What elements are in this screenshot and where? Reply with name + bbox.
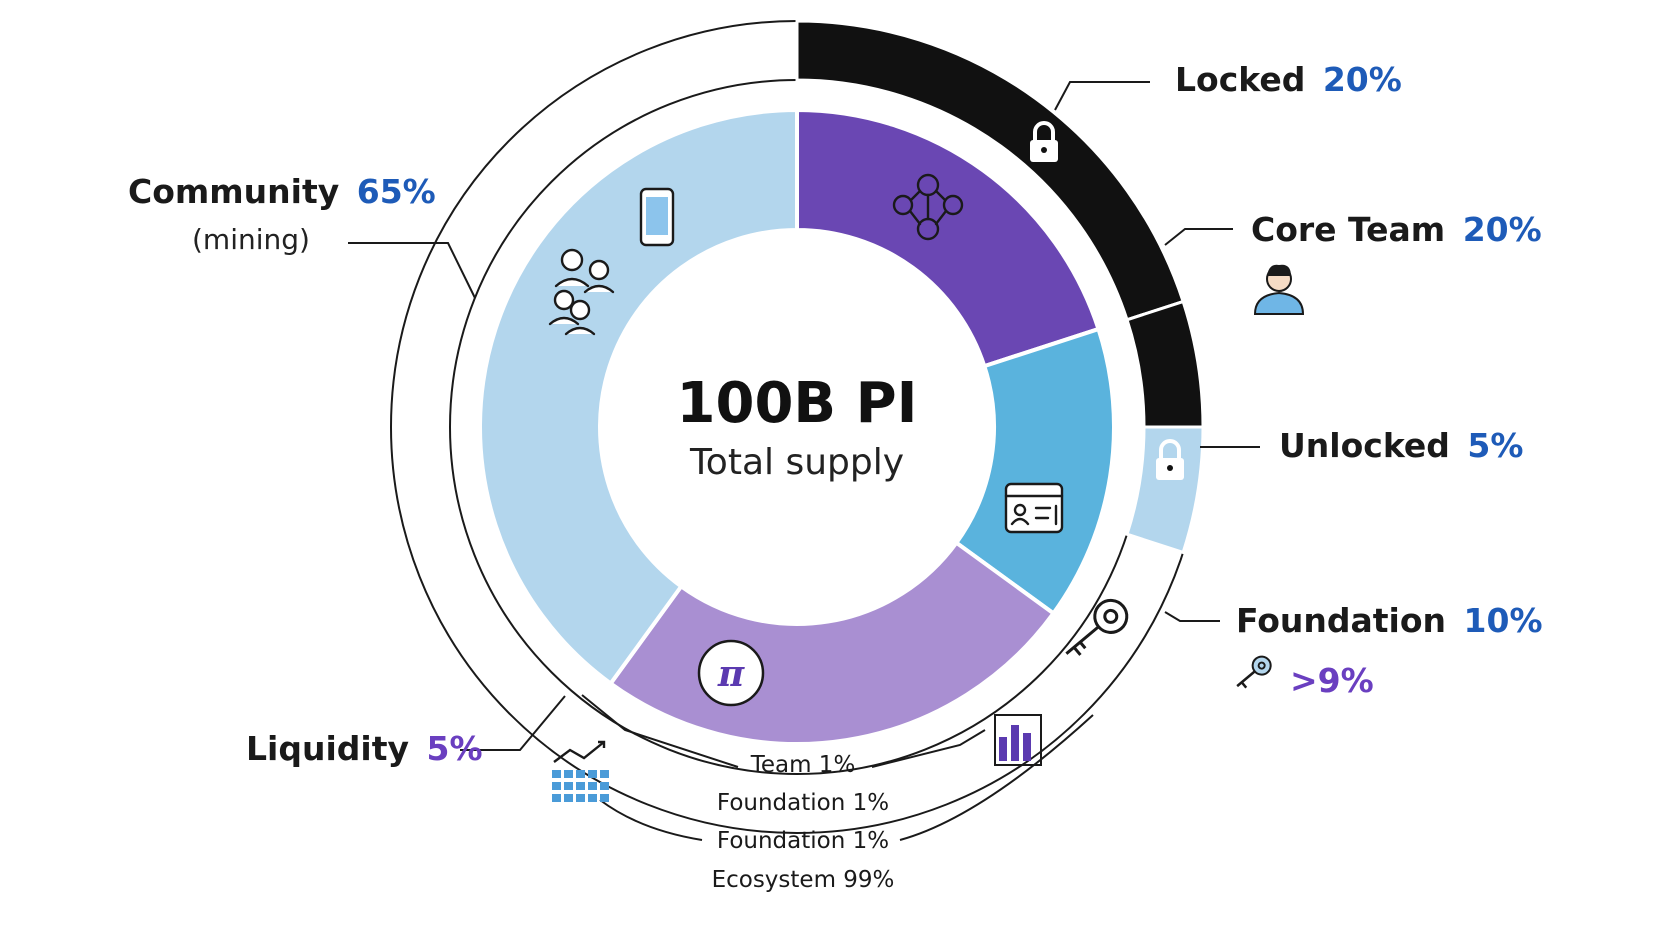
leader-team [581, 694, 739, 768]
leader-core-team [1164, 228, 1233, 246]
label-unlocked: Unlocked 5% [1279, 426, 1523, 465]
bar-chart-icon [994, 714, 1042, 766]
bottom-list-item: Team 1% [750, 752, 856, 778]
leader-locked [1054, 81, 1150, 111]
label-community: Community 65% [128, 172, 436, 211]
label-locked: Locked 20% [1175, 60, 1402, 99]
pi-logo-icon: π [697, 639, 765, 707]
network-icon [892, 173, 964, 241]
leader-ecosystem [599, 799, 703, 841]
leader-foundation-small [871, 729, 986, 768]
bottom-list-item: Foundation 1% [717, 790, 889, 816]
community-icon [548, 248, 615, 336]
bottom-list-item: Ecosystem 99% [712, 867, 895, 893]
center-total-value: 100B PI [677, 371, 918, 436]
person-icon [1253, 264, 1305, 315]
center-disc [600, 230, 994, 624]
label-foundation: Foundation 10% [1236, 601, 1543, 640]
svg-text:π: π [717, 653, 745, 695]
outer-ring-segments [795, 19, 1205, 555]
leader-community [348, 242, 476, 299]
outer-segment [1125, 425, 1205, 555]
label-foundation-extra: >9% [1290, 661, 1374, 700]
lock-icon [1156, 439, 1184, 480]
center-total-caption: Total supply [689, 442, 904, 483]
label-liquidity: Liquidity 5% [246, 729, 483, 768]
inner-ring-slices [478, 107, 1116, 746]
key-icon [1236, 655, 1272, 689]
outer-segment [1125, 299, 1205, 429]
leader-foundation-small-2 [899, 714, 1094, 841]
label-community-sub: (mining) [192, 223, 310, 256]
phone-icon [639, 187, 675, 247]
lock-icon [1030, 121, 1058, 162]
label-core-team: Core Team 20% [1251, 210, 1542, 249]
bottom-list-item: Foundation 1% [717, 828, 889, 854]
leader-foundation [1164, 611, 1220, 622]
key-icon [1065, 598, 1129, 656]
id-card-icon [1004, 482, 1064, 534]
liquidity-grid-icon [552, 740, 609, 802]
leader-liquidity [460, 695, 566, 751]
